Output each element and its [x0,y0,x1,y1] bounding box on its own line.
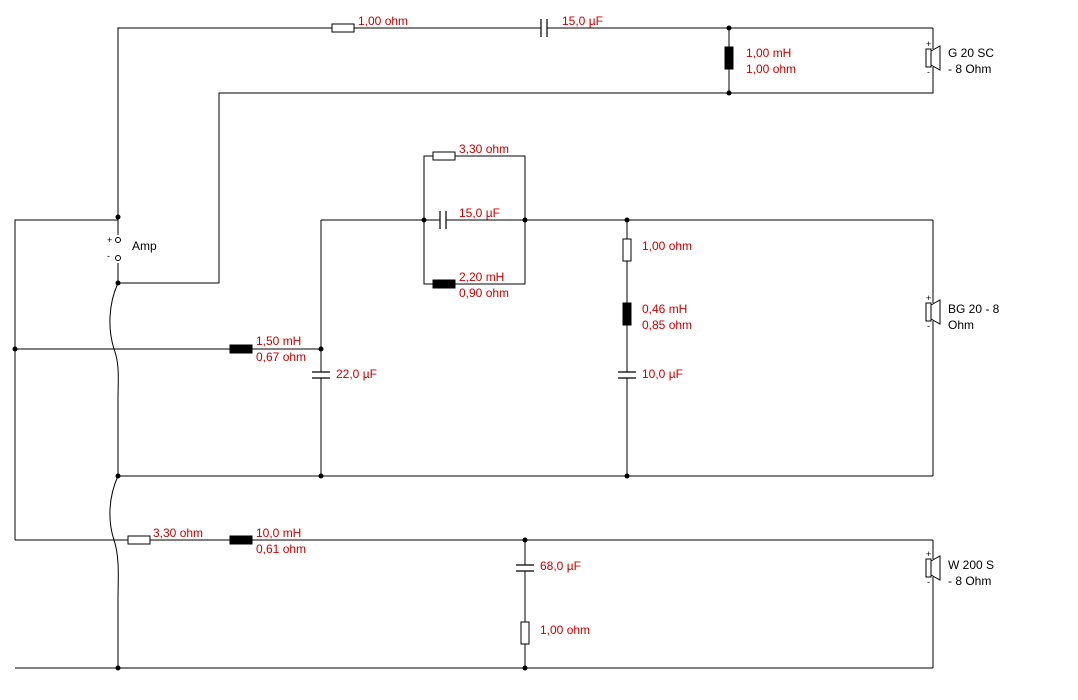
value-woofer-series-inductor: 10,0 mH [256,526,301,540]
speaker-tweeter-name: G 20 SC [948,46,994,60]
capacitors [312,19,636,572]
value-woofer-series-inductor-resistance: 0,61 ohm [256,542,306,556]
capacitor-mid-notch [618,371,636,379]
wire [423,155,433,220]
amp-plus-terminal [115,237,121,243]
junctions [12,25,732,671]
amp-label: Amp [132,239,157,253]
speaker-woofer-name: W 200 S [948,558,994,572]
junction-dot [115,214,121,220]
resistor-mid-parallel [432,151,456,161]
speaker-tweeter-minus: - [927,67,930,77]
speaker-mid-minus: - [927,321,930,331]
junction-dot [726,25,732,31]
junction-dot [522,665,528,671]
resistor-mid-notch [622,238,632,262]
junction-dot [522,217,528,223]
value-mid-shunt-capacitor: 22,0 µF [336,367,377,381]
inductor-woofer-series [229,535,253,545]
junction-dot [522,537,528,543]
speaker-tweeter-icon [925,45,941,71]
wire-tweeter-hot [117,27,332,217]
value-woofer-shunt-resistor: 1,00 ohm [540,623,590,637]
junction-dot [624,473,630,479]
resistor-tweeter-series [331,23,355,33]
inductor-mid-notch [622,302,632,326]
junction-dot [115,280,121,286]
value-mid-notch-capacitor: 10,0 µF [642,367,683,381]
junction-dot [318,473,324,479]
value-tweeter-capacitor: 15,0 µF [562,14,603,28]
wire-tweeter-return [118,67,934,284]
value-mid-notch-inductor-resistance: 0,85 ohm [642,318,692,332]
amp-minus-terminal [115,255,121,261]
inductor-tweeter-shunt [724,46,734,70]
speaker-woofer-plus: + [926,549,931,559]
value-mid-parallel-inductor-resistance: 0,90 ohm [459,286,509,300]
amp-minus-sign: - [107,251,110,261]
speaker-woofer-icon [925,555,941,581]
speaker-tweeter-impedance: - 8 Ohm [948,62,991,76]
wires [14,27,934,669]
junction-dot [726,90,732,96]
capacitor-mid-series [439,211,447,229]
value-mid-notch-inductor: 0,46 mH [642,302,687,316]
capacitor-woofer-shunt [516,564,534,572]
amp-plus-sign: + [107,235,112,245]
value-woofer-shunt-capacitor: 68,0 µF [540,559,581,573]
value-mid-series-inductor-resistance: 0,67 ohm [256,350,306,364]
junction-dot [12,346,18,352]
speaker-woofer-minus: - [927,577,930,587]
junction-dot [624,217,630,223]
value-mid-parallel-inductor: 2,20 mH [459,270,504,284]
junction-dot [421,217,427,223]
inductor-mid-parallel [432,279,456,289]
value-mid-notch-resistor: 1,00 ohm [642,239,692,253]
speaker-woofer-impedance: - 8 Ohm [948,574,991,588]
value-woofer-series-resistor: 3,30 ohm [153,526,203,540]
resistor-woofer-series [127,535,151,545]
speaker-mid-impedance: Ohm [948,318,974,332]
capacitor-mid-shunt [312,371,330,379]
resistor-woofer-shunt [520,621,530,645]
inductor-mid-series [229,344,253,354]
junction-dot [115,665,121,671]
junction-dot [318,346,324,352]
wire [455,155,526,220]
value-tweeter-resistor: 1,00 ohm [358,14,408,28]
junction-dot [115,473,121,479]
speaker-mid-plus: + [926,293,931,303]
resistors [127,23,632,645]
speaker-mid-icon [925,299,941,325]
speaker-mid-name: BG 20 - 8 [948,302,1000,316]
value-mid-series-capacitor: 15,0 µF [459,206,500,220]
value-mid-parallel-resistor: 3,30 ohm [459,142,509,156]
value-tweeter-inductor-resistance: 1,00 ohm [746,62,796,76]
capacitor-tweeter-series [540,19,548,37]
speaker-tweeter-plus: + [926,39,931,49]
wire [423,220,433,285]
wire-left-rail [14,219,118,540]
value-tweeter-inductor: 1,00 mH [746,46,791,60]
inductors [229,46,734,545]
value-mid-series-inductor: 1,50 mH [256,334,301,348]
wire [455,220,526,285]
